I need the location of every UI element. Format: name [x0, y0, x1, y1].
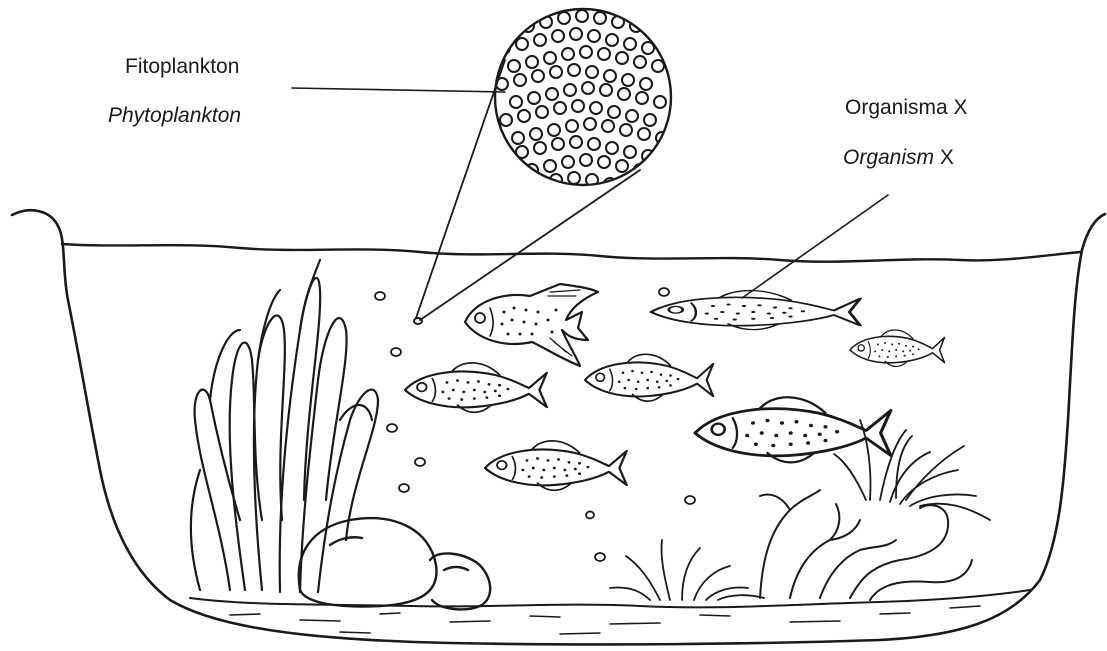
- sediment-marks: [230, 606, 980, 634]
- water-surface: [62, 244, 1080, 262]
- leader-organism-x: [742, 195, 888, 298]
- fish-angelfish: [465, 284, 598, 366]
- pond-basin: [12, 210, 1105, 644]
- leader-phytoplankton: [292, 88, 505, 92]
- grass-tuft-middle: [610, 540, 764, 600]
- fish-small-right: [850, 330, 945, 366]
- pond-bottom: [190, 590, 1030, 607]
- magnifier-line-right: [420, 170, 640, 320]
- magnifier-line-left: [416, 60, 505, 318]
- fish-large-right: [695, 397, 891, 462]
- fish-center-middle: [585, 354, 713, 401]
- bubbles: [375, 288, 695, 561]
- fish-organism-x: [651, 291, 860, 330]
- coral: [760, 490, 972, 600]
- magnifier-lens: [495, 9, 671, 185]
- rocks: [299, 518, 490, 609]
- phytoplankton-dot: [414, 318, 422, 324]
- phytoplankton-magnified-view: [414, 9, 671, 324]
- fish-lower-left: [485, 441, 627, 490]
- fish-left-middle: [405, 363, 547, 412]
- seaweed-left: [191, 260, 378, 592]
- grass-tuft-right: [834, 420, 990, 520]
